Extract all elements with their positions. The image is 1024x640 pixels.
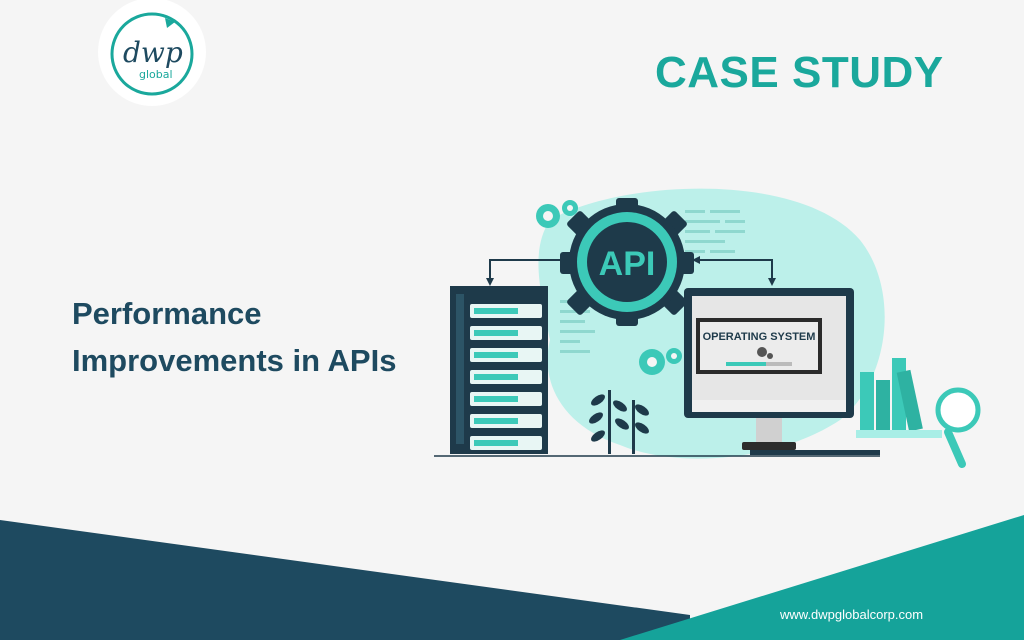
api-gear-label: API	[599, 245, 656, 283]
logo-word: dwp	[123, 36, 183, 69]
title-line-1: Performance	[72, 296, 262, 331]
screen-label: OPERATING SYSTEM	[703, 331, 816, 343]
footer-decoration	[0, 515, 1024, 640]
page-title: Performance Improvements in APIs	[72, 290, 452, 384]
title-line-2: Improvements in APIs	[72, 343, 397, 378]
api-illustration: API	[434, 188, 981, 468]
mid-gears-icon	[639, 348, 682, 375]
website-link[interactable]: www.dwpglobalcorp.com	[780, 607, 924, 622]
monitor-icon: OPERATING SYSTEM	[684, 288, 880, 455]
logo-mark: dwp global	[98, 0, 206, 106]
case-study-heading: CASE STUDY	[655, 48, 944, 97]
logo-sub: global	[139, 68, 173, 81]
books-icon	[856, 358, 942, 438]
logo[interactable]: dwp global	[97, 0, 207, 108]
magnifier-icon	[935, 387, 981, 468]
sync-arrows	[489, 259, 773, 278]
code-lines	[560, 210, 745, 353]
api-gear-icon: API	[560, 198, 694, 326]
plant-icon	[589, 390, 649, 454]
server-rack-icon	[450, 286, 548, 454]
small-gears-icon	[536, 200, 578, 228]
